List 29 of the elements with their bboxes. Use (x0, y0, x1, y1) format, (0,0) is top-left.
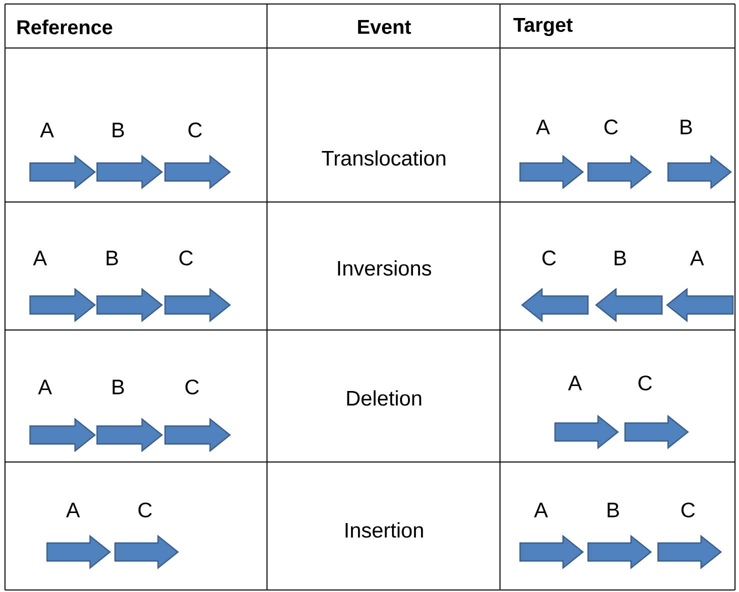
gene-label: A (40, 122, 54, 138)
gene-label: C (542, 250, 556, 266)
column-header: Reference (18, 20, 112, 34)
gene-label: B (608, 502, 619, 518)
column-header: Event (358, 20, 411, 34)
gene-label: C (604, 120, 618, 134)
gene-label: C (138, 502, 152, 518)
gene-label: C (179, 250, 193, 266)
column-header: Target (513, 18, 573, 36)
gene-label: B (614, 250, 626, 266)
event-label: Translocation (322, 150, 446, 166)
gene-label: B (680, 120, 692, 134)
gene-label: C (638, 376, 652, 390)
gene-label: A (536, 120, 550, 134)
gene-label: A (534, 502, 548, 518)
gene-label: A (38, 380, 52, 394)
gene-label: A (568, 376, 582, 390)
gene-label: A (690, 250, 704, 266)
gene-label: C (188, 122, 202, 138)
gene-label: A (66, 502, 80, 518)
gene-label: A (33, 250, 47, 266)
gene-label: C (682, 502, 695, 518)
event-label: Deletion (347, 390, 422, 406)
event-label: Inversions (338, 260, 432, 276)
event-label: Insertion (346, 522, 423, 538)
gene-label: B (112, 122, 124, 138)
gene-label: C (185, 380, 199, 394)
gene-label: B (106, 250, 118, 266)
gene-label: B (112, 380, 124, 394)
